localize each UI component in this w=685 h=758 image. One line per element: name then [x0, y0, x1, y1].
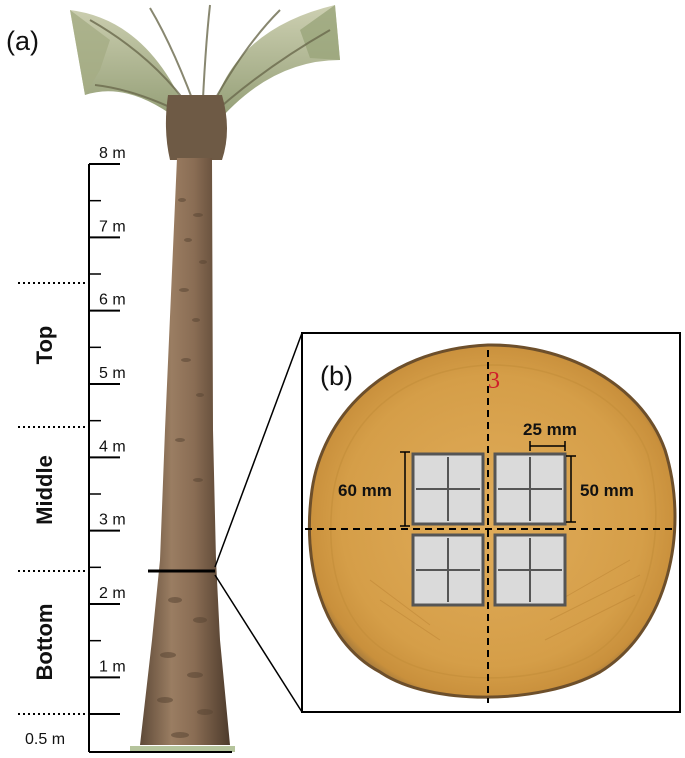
scale-tick-label: 3 m: [99, 512, 126, 529]
dimension-label-50mm: 50 mm: [580, 481, 634, 500]
crown-shaft: [165, 95, 227, 160]
disc-mark: 3: [488, 368, 500, 394]
scale-tick-label: 4 m: [99, 438, 126, 455]
dimension-50mm: [566, 455, 576, 523]
section-label-middle: Middle: [32, 455, 57, 525]
trunk-disc: [307, 343, 677, 699]
growth-ring: [330, 364, 657, 679]
trunk-texture: [157, 198, 213, 738]
panel-label-a: (a): [6, 26, 39, 56]
specimen-block: [411, 533, 485, 607]
dimension-25mm: [529, 441, 566, 451]
specimen-block: [411, 452, 485, 526]
section-dividers: [18, 282, 89, 715]
specimen-block: [493, 452, 567, 526]
specimen-grid: [411, 452, 567, 607]
scale-tick-label: 8 m: [99, 145, 126, 162]
scale-tick-label: 1 m: [99, 658, 126, 675]
palm-crown: [70, 4, 340, 125]
specimen-block: [493, 533, 567, 607]
height-scale: 8 m 7 m 6 m 5 m 4 m 3 m 2 m 1 m 0.5 m: [25, 145, 232, 753]
dimension-label-60mm: 60 mm: [338, 481, 392, 500]
disc-surface: [307, 343, 677, 699]
scale-tick-label: 6 m: [99, 292, 126, 309]
section-label-bottom: Bottom: [32, 604, 57, 681]
scale-tick-label: 2 m: [99, 585, 126, 602]
scale-tick-label: 5 m: [99, 365, 126, 382]
section-label-top: Top: [32, 326, 57, 365]
scale-tick-label: 0.5 m: [25, 731, 65, 748]
palm-tree: [70, 4, 340, 752]
connector-upper: [214, 332, 303, 568]
dimension-label-25mm: 25 mm: [523, 420, 577, 439]
panel-label-b: (b): [320, 361, 353, 391]
connector-lower: [214, 574, 303, 713]
scale-tick-label: 7 m: [99, 218, 126, 235]
dimension-60mm: [400, 451, 410, 527]
trunk: [140, 158, 230, 745]
